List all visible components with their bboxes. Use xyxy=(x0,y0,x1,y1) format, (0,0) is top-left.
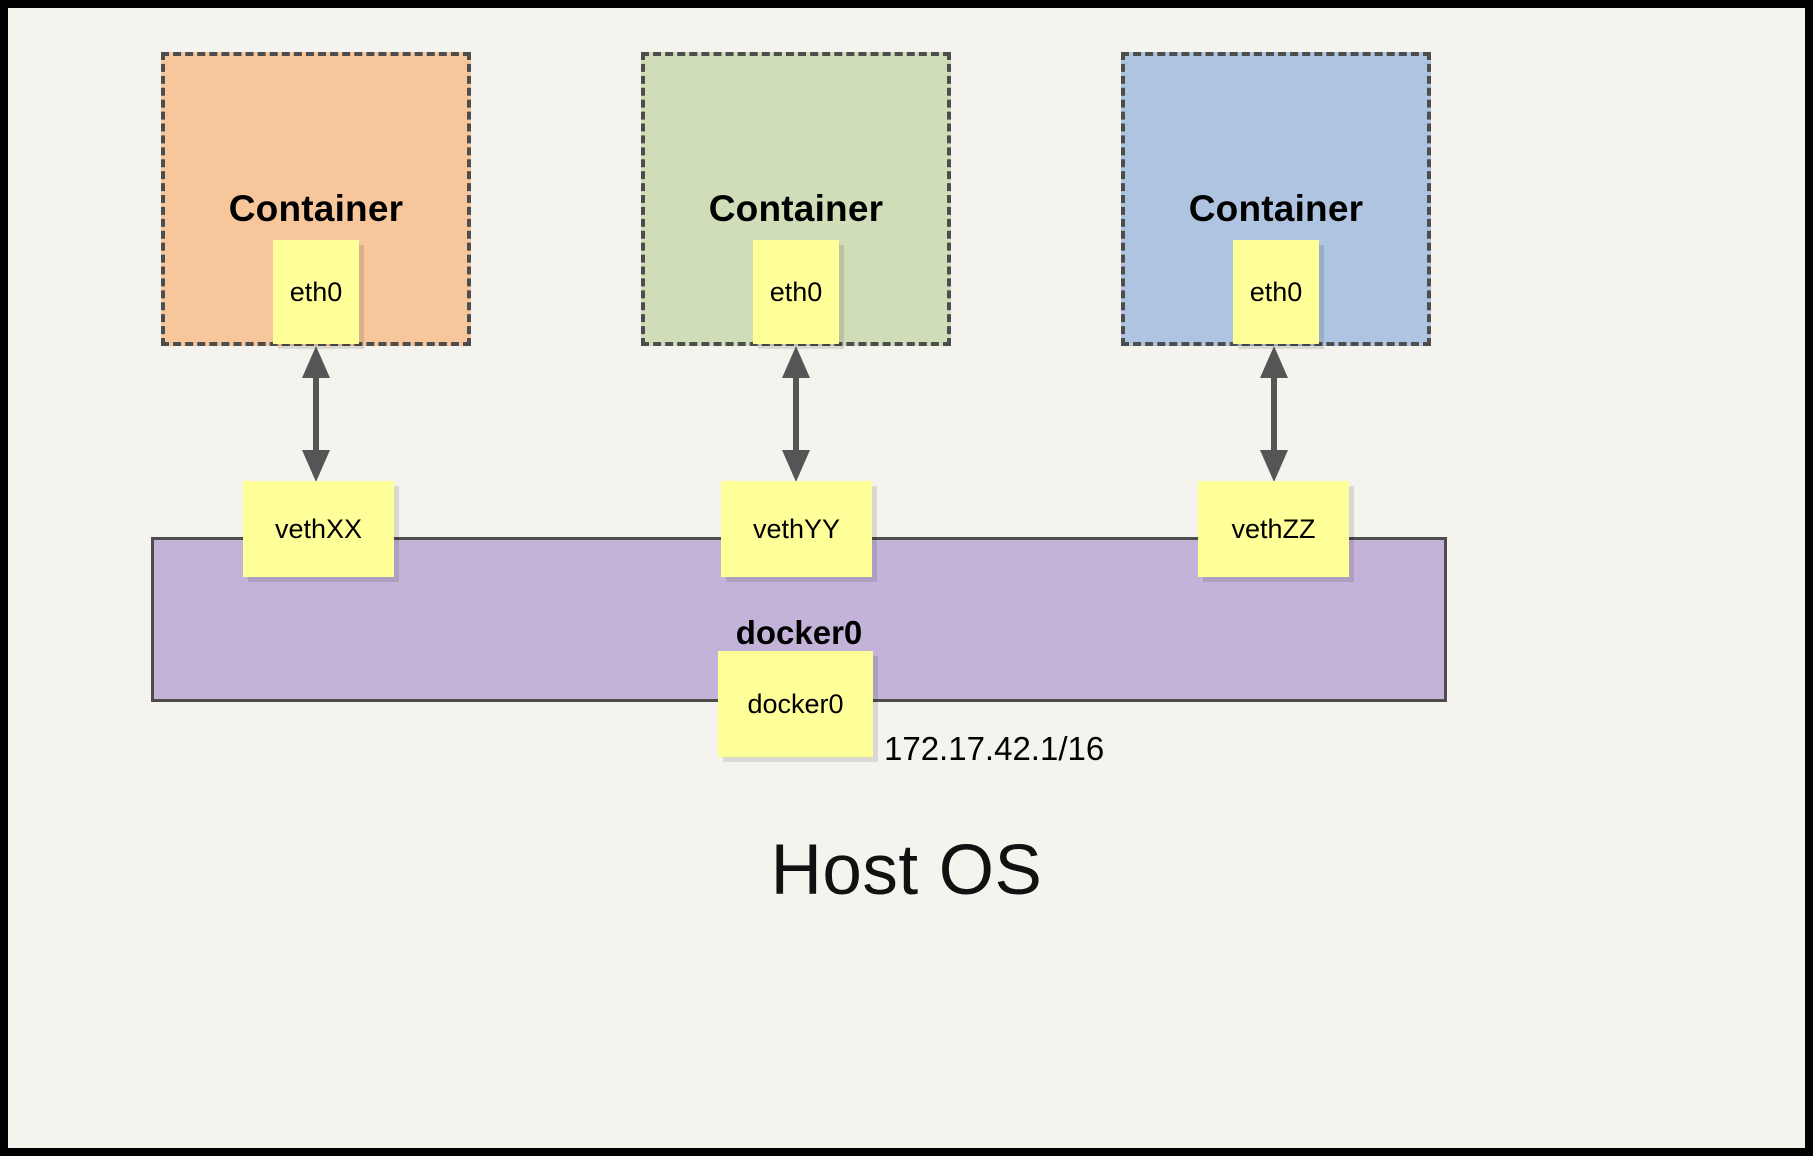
veth-link-arrow-3 xyxy=(1260,346,1288,482)
veth-endpoint-2: vethYY xyxy=(721,481,872,577)
container-label-3: Container xyxy=(1188,188,1364,229)
docker0-ip-address: 172.17.42.1/16 xyxy=(884,730,1105,767)
container-label-2: Container xyxy=(708,188,884,229)
veth-link-arrow-1 xyxy=(302,346,330,482)
veth-link-arrow-2 xyxy=(782,346,810,482)
eth0-interface-1: eth0 xyxy=(273,240,359,344)
container-label-1: Container xyxy=(228,188,404,229)
eth0-interface-2: eth0 xyxy=(753,240,839,344)
diagram-page: Container eth0 Container eth0 Container … xyxy=(8,8,1805,1148)
veth-endpoint-1: vethXX xyxy=(243,481,394,577)
host-os-title: Host OS xyxy=(770,831,1043,910)
eth0-interface-3: eth0 xyxy=(1233,240,1319,344)
docker0-host-interface: docker0 xyxy=(718,651,873,757)
docker0-bridge-label: docker0 xyxy=(735,614,863,651)
veth-endpoint-3: vethZZ xyxy=(1198,481,1349,577)
